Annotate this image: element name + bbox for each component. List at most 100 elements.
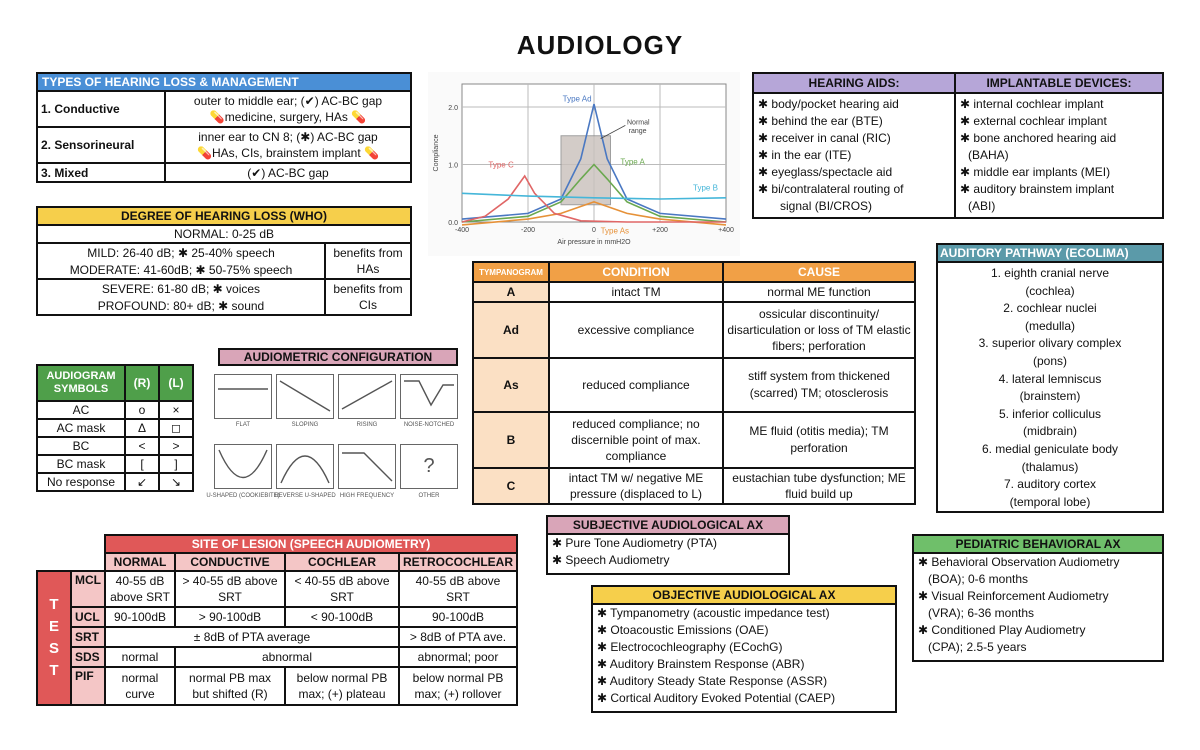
pathway-line: (temporal lobe)	[1009, 494, 1091, 509]
config-label: OTHER	[418, 493, 440, 499]
flat-graph	[214, 374, 272, 419]
sds-normal: normal	[104, 646, 176, 668]
lesion-col-cochlear: COCHLEAR	[284, 552, 400, 572]
tymp-condition: intact TM	[548, 281, 724, 303]
mcl-conductive: > 40-55 dB above SRT	[174, 570, 286, 608]
pif-conductive: normal PB max but shifted (R)	[174, 666, 286, 706]
hearing-aid-item: ✱ body/pocket hearing aid	[758, 97, 899, 111]
test-letter: T	[49, 596, 59, 613]
pathway-line: 5. inferior colliculus	[998, 406, 1102, 421]
mcl-normal: 40-55 dB above SRT	[104, 570, 176, 608]
degree-benefit-has: benefits from HAs	[324, 242, 412, 280]
pathway-line: 7. auditory cortex	[1003, 477, 1097, 492]
pathway-line: (pons)	[1032, 353, 1067, 368]
degree-profound: PROFOUND: 80+ dB; ✱ sound	[36, 297, 326, 316]
hearing-aid-item: signal (BI/CROS)	[780, 199, 873, 213]
tymp-col-cause: CAUSE	[722, 261, 916, 283]
hearing-loss-types-table: TYPES OF HEARING LOSS & MANAGEMENT 1. Co…	[36, 72, 412, 183]
tymp-cause: ossicular discontinuity/ disarticulation…	[722, 301, 916, 359]
degree-mild: MILD: 26-40 dB; ✱ 25-40% speech	[36, 242, 326, 261]
objective-header: OBJECTIVE AUDIOLOGICAL AX	[593, 587, 895, 605]
u-shaped-graph	[214, 444, 272, 489]
lesion-col-conductive: CONDUCTIVE	[174, 552, 286, 572]
pediatric-line: (VRA); 6-36 months	[928, 606, 1035, 620]
config-label: NOISE-NOTCHED	[403, 422, 455, 428]
x-axis-label: Air pressure in mmH2O	[557, 239, 631, 246]
degree-table: DEGREE OF HEARING LOSS (WHO) NORMAL: 0-2…	[36, 206, 412, 316]
ucl-cochlear: < 90-100dB	[284, 606, 400, 628]
series-label: Type Ad	[563, 94, 592, 103]
tymp-col-type: TYMPANOGRAM	[472, 261, 550, 283]
tympanogram-table: TYMPANOGRAM CONDITION CAUSE A intact TM …	[472, 261, 916, 505]
objective-item: ✱ Cortical Auditory Evoked Potential (CA…	[597, 691, 836, 705]
objective-ax: OBJECTIVE AUDIOLOGICAL AX ✱ Tympanometry…	[591, 585, 897, 713]
objective-item: ✱ Auditory Steady State Response (ASSR)	[597, 674, 828, 688]
conductive-line2: 💊medicine, surgery, HAs 💊	[209, 110, 367, 124]
y-tick-label: 1.0	[448, 163, 458, 170]
config-label: REVERSE U-SHAPED	[274, 493, 336, 499]
normal-range-label: Normal	[627, 119, 650, 126]
pathway-line: 1. eighth cranial nerve	[990, 266, 1110, 280]
tymp-condition: intact TM w/ negative ME pressure (displ…	[548, 467, 724, 505]
implant-item: ✱ internal cochlear implant	[960, 97, 1104, 111]
series-label: Type A	[620, 158, 645, 167]
lesion-col-retrocochlear: RETROCOCHLEAR	[398, 552, 518, 572]
symbol-name: BC mask	[36, 454, 126, 474]
pathway-line: 6. medial geniculate body	[981, 441, 1119, 456]
symbol-right: [	[124, 454, 160, 474]
implant-item: ✱ middle ear implants (MEI)	[960, 165, 1111, 179]
symbols-col-left: (L)	[158, 364, 194, 402]
pathway-header: AUDITORY PATHWAY (ECOLIMA)	[938, 245, 1162, 263]
objective-item: ✱ Electrocochleography (ECochG)	[597, 640, 783, 654]
hearing-aid-item: ✱ bi/contralateral routing of	[758, 182, 904, 196]
implant-item: ✱ external cochlear implant	[960, 114, 1107, 128]
lesion-col-normal: NORMAL	[104, 552, 176, 572]
types-header: TYPES OF HEARING LOSS & MANAGEMENT	[36, 72, 412, 92]
hearing-aid-item: ✱ eyeglass/spectacle aid	[758, 165, 893, 179]
symbol-name: AC mask	[36, 418, 126, 438]
config-header: AUDIOMETRIC CONFIGURATION	[218, 348, 458, 366]
symbols-header: AUDIOGRAM SYMBOLS	[36, 364, 126, 402]
mcl-cochlear: < 40-55 dB above SRT	[284, 570, 400, 608]
sensorineural-line1: inner ear to CN 8; (✱) AC-BC gap	[198, 130, 378, 144]
auditory-pathway: AUDITORY PATHWAY (ECOLIMA) 1. eighth cra…	[936, 243, 1164, 513]
degree-moderate: MODERATE: 41-60dB; ✱ 50-75% speech	[36, 261, 326, 280]
subjective-item: ✱ Pure Tone Audiometry (PTA)	[552, 536, 718, 550]
mcl-retrocochlear: 40-55 dB above SRT	[398, 570, 518, 608]
pediatric-line: (BOA); 0-6 months	[928, 572, 1029, 586]
type-conductive: 1. Conductive	[36, 90, 166, 128]
pathway-line: (midbrain)	[1022, 424, 1077, 439]
symbol-name: No response	[36, 472, 126, 492]
srt-retrocochlear: > 8dB of PTA ave.	[398, 626, 518, 648]
series-line	[461, 192, 727, 200]
symbol-left: ↘	[158, 472, 194, 492]
type-sensorineural: 2. Sensorineural	[36, 126, 166, 164]
hearing-aid-item: ✱ in the ear (ITE)	[758, 148, 852, 162]
sloping-graph	[276, 374, 334, 419]
conductive-line1: outer to middle ear; (✔) AC-BC gap	[193, 94, 383, 108]
lesion-row-mcl: MCL	[70, 570, 106, 608]
mixed-line1: (✔) AC-BC gap	[164, 162, 412, 183]
config-label: SLOPING	[291, 422, 319, 428]
config-label: HIGH FREQUENCY	[339, 493, 395, 499]
series-label: Type C	[488, 160, 514, 169]
symbol-name: BC	[36, 436, 126, 456]
symbol-left: ×	[158, 400, 194, 420]
tymp-condition: excessive compliance	[548, 301, 724, 359]
high-frequency-graph	[338, 444, 396, 489]
degree-header: DEGREE OF HEARING LOSS (WHO)	[36, 206, 412, 226]
hearing-aid-item: ✱ behind the ear (BTE)	[758, 114, 883, 128]
normal-range-pointer	[600, 125, 626, 139]
symbol-right: o	[124, 400, 160, 420]
pediatric-line: ✱ Visual Reinforcement Audiometry	[918, 589, 1109, 603]
subjective-header: SUBJECTIVE AUDIOLOGICAL AX	[548, 517, 788, 535]
pathway-line: (thalamus)	[1021, 459, 1079, 474]
sds-abnormal: abnormal	[174, 646, 400, 668]
subjective-ax: SUBJECTIVE AUDIOLOGICAL AX ✱ Pure Tone A…	[546, 515, 790, 575]
series-label: Type As	[601, 227, 629, 236]
tymp-condition: reduced compliance	[548, 357, 724, 413]
implant-item: (ABI)	[968, 199, 996, 213]
symbol-left: ]	[158, 454, 194, 474]
devices-table: HEARING AIDS: IMPLANTABLE DEVICES: ✱ bod…	[752, 72, 1164, 219]
